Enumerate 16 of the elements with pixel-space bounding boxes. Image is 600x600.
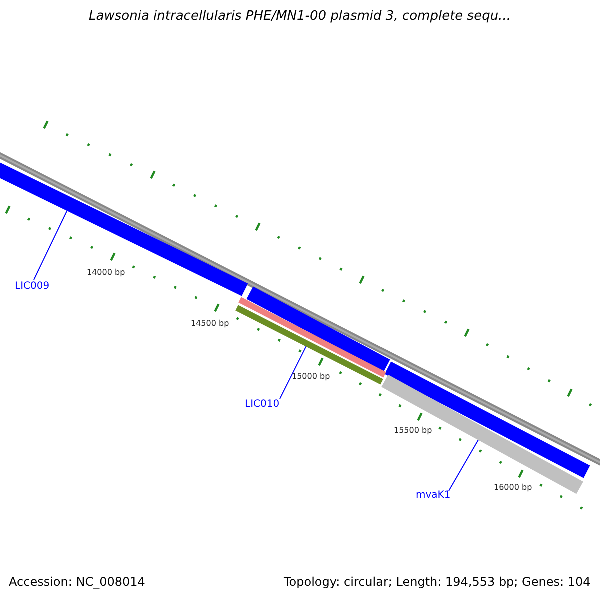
tick-label: 14000 bp bbox=[87, 269, 126, 278]
gene-bar bbox=[236, 305, 384, 385]
footer-text: Accession: NC_008014 bbox=[9, 576, 146, 590]
gene-bar bbox=[0, 162, 248, 296]
tick-label: 15500 bp bbox=[394, 427, 432, 436]
gene-label: mvaK1 bbox=[416, 490, 451, 501]
tick-label: 14500 bp bbox=[191, 320, 230, 329]
leader-line bbox=[280, 346, 307, 400]
leader-line bbox=[448, 440, 479, 492]
footer-text: Topology: circular; Length: 194,553 bp; Genes: 104 bbox=[284, 576, 591, 590]
gene-label: LIC010 bbox=[245, 399, 280, 410]
title: Lawsonia intracellularis PHE/MN1-00 plasmid 3, complete sequ... bbox=[88, 10, 512, 24]
tick-label: 16000 bp bbox=[494, 484, 532, 493]
tick-label: 15000 bp bbox=[292, 373, 330, 382]
leader-line bbox=[34, 210, 68, 280]
gene-label: LIC009 bbox=[15, 281, 50, 292]
